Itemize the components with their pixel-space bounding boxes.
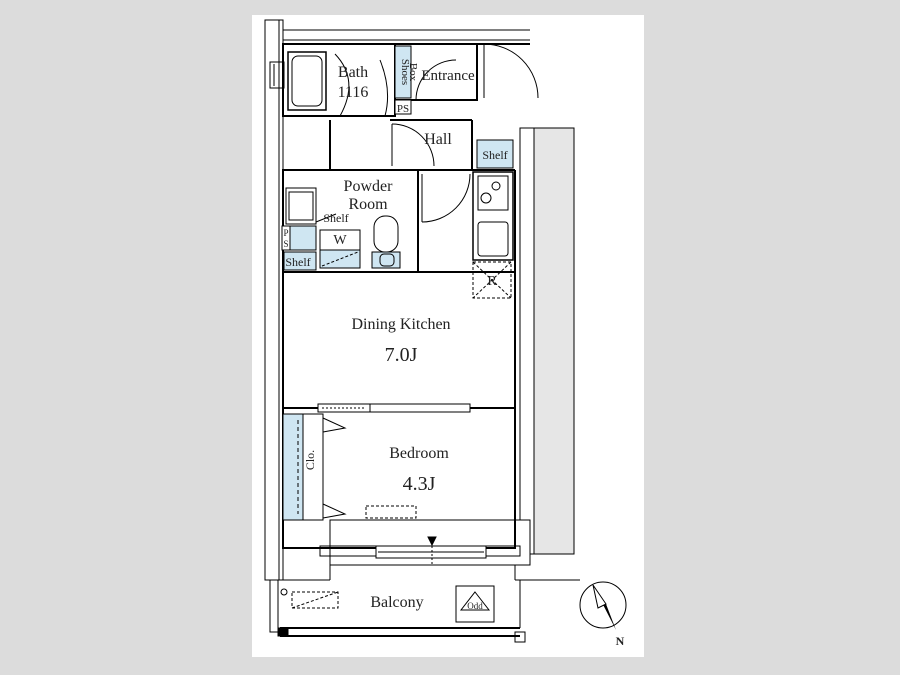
north-label: N	[616, 634, 625, 648]
balcony-area	[268, 565, 580, 643]
powder-door-icon	[421, 173, 471, 223]
toilet-icon	[371, 215, 401, 269]
sliding-door-icon	[317, 403, 471, 413]
shelf-hall-label: Shelf	[482, 148, 507, 162]
odd-icon	[455, 585, 495, 623]
refrigerator-label: R	[487, 274, 497, 289]
dining-kitchen-size: 7.0J	[385, 344, 418, 366]
floor-plan: Bath 1116 Shoes Box Entrance PS Hall She…	[264, 19, 627, 648]
ps-s-label: S	[283, 239, 288, 249]
structural-walls	[264, 19, 575, 581]
shelf-hall	[476, 139, 514, 169]
ps-p-label: P	[283, 228, 288, 238]
balcony-label: Balcony	[370, 594, 423, 611]
powder-shelf-unit	[281, 187, 337, 271]
washer-icon	[319, 229, 361, 269]
entrance-door-icon	[415, 43, 539, 101]
shelf-powder-label: Shelf	[323, 211, 348, 225]
floor-plan-sheet: Bath 1116 Shoes Box Entrance PS Hall She…	[252, 15, 644, 657]
bath-door-icon	[334, 53, 389, 117]
bath-label: Bath	[338, 64, 368, 81]
ps-box-top	[394, 99, 412, 115]
ps-top-label: PS	[397, 103, 409, 115]
hall-label: Hall	[424, 131, 452, 148]
powder-label: Powder	[344, 178, 394, 195]
entrance-label: Entrance	[421, 68, 475, 84]
bedroom-size: 4.3J	[403, 473, 436, 495]
kitchen-counter	[472, 171, 514, 261]
hall-door-icon	[391, 123, 435, 167]
bedroom-fixture	[365, 505, 417, 519]
shelf-bottom-label: Shelf	[285, 255, 310, 269]
closet-unit	[282, 413, 347, 521]
box-label: Box	[407, 63, 419, 82]
shoes-label: Shoes	[399, 59, 411, 85]
closet-label: Clo.	[303, 450, 317, 470]
balcony-window-icon	[375, 536, 487, 566]
bathtub-icon	[269, 51, 327, 111]
shoes-box	[394, 45, 412, 99]
odd-label: Odd	[467, 601, 483, 611]
refrigerator-icon	[472, 261, 512, 299]
washer-label: W	[333, 233, 347, 248]
room-label: Room	[348, 196, 388, 213]
compass-icon	[579, 581, 627, 630]
bedroom-label: Bedroom	[389, 445, 449, 462]
dining-kitchen-label: Dining Kitchen	[351, 316, 450, 333]
bath-size-label: 1116	[338, 84, 369, 101]
